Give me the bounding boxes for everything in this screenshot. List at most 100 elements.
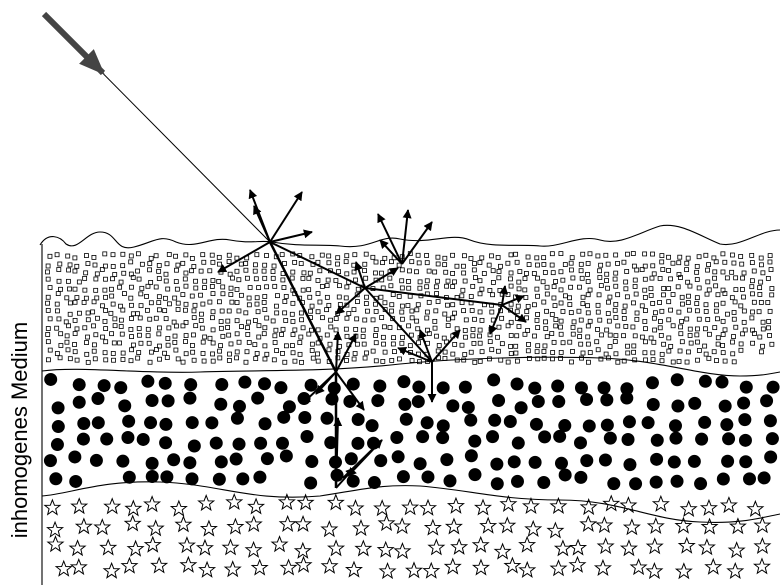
particle-circle — [214, 398, 227, 411]
particle-square — [695, 309, 699, 313]
particle-square — [757, 310, 761, 314]
particle-square — [667, 336, 671, 340]
particle-square — [136, 356, 140, 360]
particle-square — [293, 260, 297, 264]
particle-square — [643, 295, 647, 299]
particle-square — [721, 301, 725, 305]
particle-square — [362, 342, 366, 346]
particle-square — [482, 271, 486, 275]
particle-square — [707, 288, 711, 292]
particle-square — [316, 328, 320, 332]
particle-square — [649, 293, 653, 297]
particle-square — [761, 327, 765, 331]
particle-square — [103, 277, 107, 281]
particle-square — [379, 295, 383, 299]
particle-square — [518, 270, 522, 274]
particle-circle — [647, 398, 660, 411]
particle-square — [146, 327, 150, 331]
particle-square — [651, 301, 655, 305]
particle-square — [113, 317, 117, 321]
particle-square — [607, 319, 611, 323]
particle-square — [568, 296, 572, 300]
particle-star — [420, 500, 435, 515]
particle-square — [229, 286, 233, 290]
particle-square — [55, 302, 59, 306]
particle-square — [92, 343, 96, 347]
particle-square — [48, 317, 52, 321]
particle-square — [427, 269, 431, 273]
particle-square — [392, 336, 396, 340]
particle-square — [469, 294, 473, 298]
particle-square — [226, 319, 230, 323]
particle-square — [687, 294, 691, 298]
particle-circle — [159, 436, 172, 449]
particle-circle — [159, 377, 172, 390]
particle-square — [550, 263, 554, 267]
particle-square — [517, 280, 521, 284]
particle-square — [742, 309, 746, 313]
particle-square — [307, 332, 311, 336]
particle-square — [478, 292, 482, 296]
particle-square — [416, 253, 420, 257]
particle-square — [644, 340, 648, 344]
particle-square — [425, 285, 429, 289]
particle-square — [329, 318, 333, 322]
particle-square — [65, 334, 69, 338]
particle-square — [345, 285, 349, 289]
particle-square — [148, 317, 152, 321]
particle-square — [255, 302, 259, 306]
particle-star — [346, 562, 361, 577]
particle-square — [571, 276, 575, 280]
particle-square — [712, 256, 716, 260]
particle-square — [417, 261, 421, 265]
particle-star — [197, 540, 212, 555]
particle-square — [568, 303, 572, 307]
particle-star — [446, 519, 461, 534]
particle-square — [235, 356, 239, 360]
particle-circle — [669, 432, 682, 445]
particle-square — [685, 268, 689, 272]
particle-square — [275, 349, 279, 353]
particle-square — [85, 352, 89, 356]
particle-square — [184, 253, 188, 257]
particle-square — [164, 317, 168, 321]
particle-circle — [740, 381, 753, 394]
particle-square — [221, 292, 225, 296]
particle-square — [517, 324, 521, 328]
particle-square — [677, 360, 681, 364]
particle-square — [536, 312, 540, 316]
particle-circle — [374, 454, 387, 467]
particle-square — [581, 252, 585, 256]
particle-square — [237, 278, 241, 282]
particle-square — [509, 344, 513, 348]
particle-square — [599, 263, 603, 267]
particle-square — [509, 253, 513, 257]
particle-circle — [604, 432, 617, 445]
particle-square — [542, 300, 546, 304]
particle-square — [147, 341, 151, 345]
particle-square — [633, 334, 637, 338]
particle-square — [58, 262, 62, 266]
particle-square — [478, 261, 482, 265]
particle-square — [725, 312, 729, 316]
particle-square — [769, 268, 773, 272]
particle-circle — [397, 470, 410, 483]
particle-circle — [44, 454, 57, 467]
particle-square — [352, 270, 356, 274]
particle-square — [68, 301, 72, 305]
particle-square — [515, 334, 519, 338]
particle-square — [526, 349, 530, 353]
particle-square — [768, 254, 772, 258]
particle-square — [463, 279, 467, 283]
particle-circle — [304, 476, 317, 489]
particle-square — [536, 326, 540, 330]
particle-square — [750, 316, 754, 320]
particle-circle — [580, 454, 593, 467]
particle-square — [271, 270, 275, 274]
particle-circle — [144, 416, 157, 429]
particle-square — [624, 280, 628, 284]
particle-square — [65, 296, 69, 300]
particle-square — [59, 287, 63, 291]
incident-light-arrow-icon — [44, 14, 270, 242]
particle-square — [685, 360, 689, 364]
